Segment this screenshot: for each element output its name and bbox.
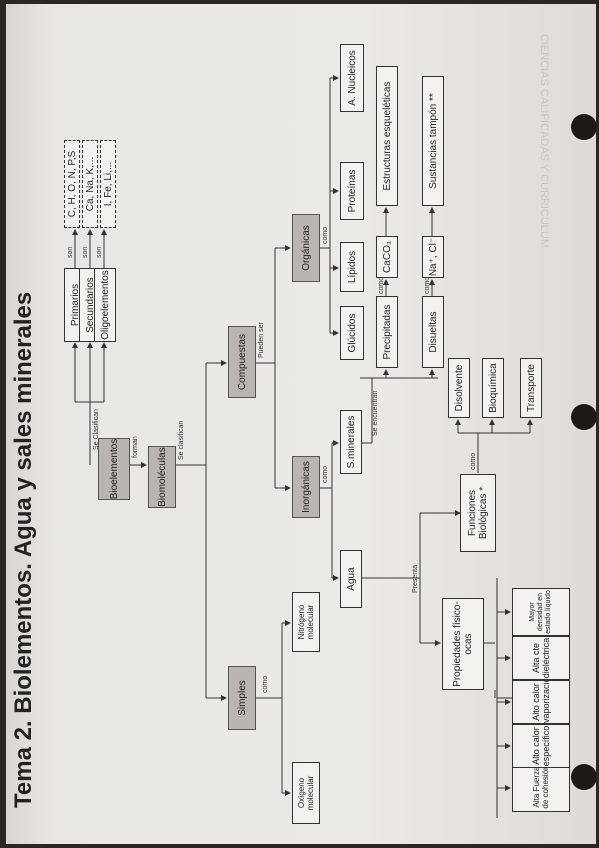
como-label: como xyxy=(322,465,329,483)
bioquimica-label: Bioquímica xyxy=(487,363,499,413)
bioelementos-label: Bioelementos xyxy=(108,438,120,500)
inorganicas-label: Inorgánicas xyxy=(300,461,312,513)
biomoleculas-label: Biomoléculas xyxy=(156,447,168,507)
propiedades-label: Propiedades físico- ocas xyxy=(452,601,474,687)
se-clasifican2-label: Se clasifican xyxy=(178,420,185,460)
nitrogeno-label: Nitrógeno molecular xyxy=(297,604,315,640)
s-minerales-box: S.minerales xyxy=(340,410,362,474)
son-label: son xyxy=(96,246,103,258)
secundarios-list-box: Ca, Na, K,... xyxy=(82,140,98,228)
proteinas-box: Proteínas xyxy=(340,162,364,220)
caco3-box: CaCO₃ xyxy=(376,236,398,278)
oxigeno-box: Oxígeno molecular xyxy=(292,762,320,824)
biomoleculas-box: Biomoléculas xyxy=(148,446,176,508)
a-nucleicos-box: A. Nucleicos xyxy=(340,44,364,112)
s-minerales-label: S.minerales xyxy=(345,415,357,469)
punch-hole xyxy=(571,114,597,140)
agua-box: Agua xyxy=(340,550,362,608)
oligo-list-label: I, Fe, Li,... xyxy=(102,161,114,207)
compuestas-label: Compuestas xyxy=(236,333,248,391)
como-label: como xyxy=(378,276,385,294)
alto-calor-esp-box: Alto calor específico xyxy=(512,724,570,768)
inorganicas-box: Inorgánicas xyxy=(292,456,320,518)
bioquimica-box: Bioquímica xyxy=(482,358,504,418)
funciones-label: Funciones Biológicas * xyxy=(467,486,489,540)
glucidos-box: Glúcidos xyxy=(340,306,364,360)
bioelementos-box: Bioelementos xyxy=(98,438,130,500)
agua-label: Agua xyxy=(345,567,357,591)
como-label: como xyxy=(470,452,477,470)
disueltas-box: Disueltas xyxy=(422,296,444,368)
estructuras-label: Estructuras esqueléticas xyxy=(381,81,393,191)
mayor-densidad-box: Mayor densidad en estado líquido xyxy=(512,588,570,636)
simples-box: Simples xyxy=(228,666,256,730)
como-label: como xyxy=(424,276,431,294)
proteinas-label: Proteínas xyxy=(346,169,358,213)
alto-calor-vap-label: Alto calor vaporización xyxy=(531,672,551,723)
se-encuentran-label: Se encuentran xyxy=(372,390,379,436)
oxigeno-label: Oxígeno molecular xyxy=(297,775,315,811)
precipitadas-box: Precipitadas xyxy=(376,296,398,368)
alta-fuerza-label: Alta Fuerza de cohesión xyxy=(532,765,550,809)
na-cl-label: Na⁺, Cl⁻ xyxy=(427,237,439,277)
pueden-ser-label: Pueden ser xyxy=(258,322,265,358)
oligoelementos-label: Oligoelementos xyxy=(99,270,111,340)
como-label: como xyxy=(262,675,269,693)
mayor-densidad-label: Mayor densidad en estado líquido xyxy=(529,590,552,634)
disolvente-box: Disolvente xyxy=(448,358,470,418)
se-clasifican-label: Se Clasifican xyxy=(93,409,100,450)
nitrogeno-box: Nitrógeno molecular xyxy=(292,592,320,652)
presenta-label: Presenta xyxy=(412,564,419,593)
organicas-label: Orgánicas xyxy=(300,225,312,271)
alta-cte-box: Alta cte dieléctrica xyxy=(512,636,570,680)
compuestas-box: Compuestas xyxy=(228,326,256,398)
alto-calor-vap-box: Alto calor vaporización xyxy=(512,672,570,724)
glucidos-label: Glúcidos xyxy=(346,313,358,353)
lipidos-box: Lípidos xyxy=(340,242,364,292)
na-cl-box: Na⁺, Cl⁻ xyxy=(422,236,444,278)
transporte-box: Transporte xyxy=(520,358,542,418)
alta-fuerza-box: Alta Fuerza de cohesión xyxy=(512,762,570,812)
precipitadas-label: Precipitadas xyxy=(381,304,393,360)
punch-hole xyxy=(571,404,597,430)
son-label: son xyxy=(67,246,74,258)
primarios-list-box: C, H, O, N, P,S xyxy=(64,140,80,228)
oligo-list-box: I, Fe, Li,... xyxy=(100,140,116,228)
punch-hole xyxy=(571,764,597,790)
disueltas-label: Disueltas xyxy=(427,311,439,353)
propiedades-box: Propiedades físico- ocas xyxy=(442,598,484,690)
a-nucleicos-label: A. Nucleicos xyxy=(346,50,358,106)
oligoelementos-box: Oligoelementos xyxy=(94,268,116,342)
son-label: son xyxy=(82,246,89,258)
primarios-list-label: C, H, O, N, P,S xyxy=(66,150,78,218)
sustancias-tampon-label: Sustancias tampón ** xyxy=(427,93,439,189)
transporte-label: Transporte xyxy=(525,364,537,412)
simples-label: Simples xyxy=(236,680,248,716)
alto-calor-esp-label: Alto calor específico xyxy=(531,725,551,767)
funciones-box: Funciones Biológicas * xyxy=(460,474,496,552)
como-label: como xyxy=(322,226,329,244)
alta-cte-label: Alta cte dieléctrica xyxy=(531,637,551,679)
disolvente-label: Disolvente xyxy=(453,364,465,412)
caco3-label: CaCO₃ xyxy=(381,241,393,273)
estructuras-box: Estructuras esqueléticas xyxy=(376,66,398,206)
organicas-box: Orgánicas xyxy=(292,214,320,282)
secundarios-list-label: Ca, Na, K,... xyxy=(84,156,96,212)
sustancias-tampon-box: Sustancias tampón ** xyxy=(422,76,444,206)
forman-label: forman xyxy=(132,436,139,458)
lipidos-label: Lípidos xyxy=(346,250,358,284)
